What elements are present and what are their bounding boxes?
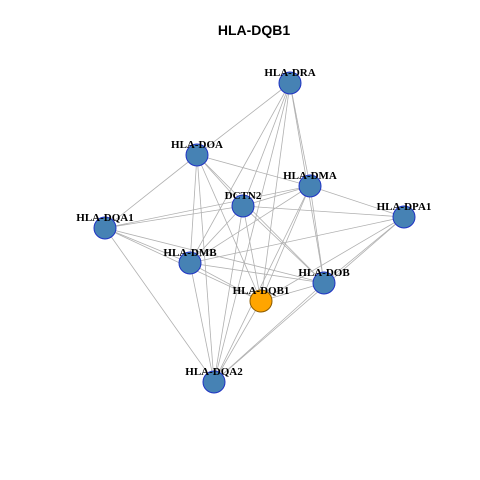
edge-hla-dma-hla-dmb (189, 185, 311, 264)
edge-hla-dra-hla-dmb (189, 82, 291, 264)
node-hla-dqa2 (202, 370, 226, 394)
edge-hla-doa-hla-dmb (189, 154, 198, 264)
edge-hla-dqa1-hla-dqa2 (104, 227, 215, 383)
edge-hla-dpa1-hla-dob (323, 216, 405, 284)
node-hla-dra (278, 71, 302, 95)
edge-hla-dma-hla-dpa1 (309, 185, 405, 218)
node-hla-dmb (178, 251, 202, 275)
node-dctn2 (231, 194, 255, 218)
node-hla-doa (185, 143, 209, 167)
edge-hla-dob-hla-dqa2 (213, 282, 325, 383)
edge-hla-dmb-hla-dqb1 (189, 262, 262, 302)
edge-hla-dra-hla-dqb1 (260, 82, 291, 302)
node-label-hla-dma: HLA-DMA (283, 170, 337, 182)
edge-layer (104, 82, 405, 383)
node-label-hla-dqb1: HLA-DQB1 (233, 285, 290, 297)
edge-hla-dqa1-hla-dmb (104, 227, 191, 264)
node-hla-dma (298, 174, 322, 198)
edge-dctn2-hla-dpa1 (242, 205, 405, 218)
node-label-hla-doa: HLA-DOA (171, 139, 223, 151)
edge-hla-dra-hla-dma (289, 82, 311, 187)
node-hla-dqa1 (93, 216, 117, 240)
edge-hla-dmb-hla-dqa2 (189, 262, 215, 383)
edge-hla-dqb1-hla-dqa2 (213, 300, 262, 383)
edge-dctn2-hla-dqa1 (104, 205, 244, 229)
edge-hla-doa-hla-dma (196, 154, 311, 187)
edge-hla-dqa1-hla-dob (104, 227, 325, 284)
edge-hla-dma-hla-dob (309, 185, 325, 284)
edge-hla-dma-hla-dqa2 (213, 185, 311, 383)
edge-hla-dra-hla-doa (196, 82, 291, 156)
node-hla-dqb1 (249, 289, 273, 313)
edge-dctn2-hla-dmb (189, 205, 244, 264)
edge-hla-dma-dctn2 (242, 185, 311, 207)
node-label-hla-dob: HLA-DOB (298, 267, 350, 279)
edge-hla-doa-hla-dqa1 (104, 154, 198, 229)
node-label-dctn2: DCTN2 (225, 190, 262, 202)
edge-dctn2-hla-dob (242, 205, 325, 284)
edge-hla-dma-hla-dqa1 (104, 185, 311, 229)
edge-hla-dpa1-hla-dqa2 (213, 216, 405, 383)
edge-dctn2-hla-dqb1 (242, 205, 262, 302)
label-layer: HLA-DRA HLA-DOA HLA-DMA DCTN2HLA-DPA1HLA-DQ… (76, 67, 431, 378)
edge-hla-dmb-hla-dob (189, 262, 325, 284)
node-label-hla-dmb: HLA-DMB (163, 247, 217, 259)
edge-hla-dra-dctn2 (242, 82, 291, 207)
edge-hla-doa-hla-dqb1 (196, 154, 262, 302)
node-label-hla-dqa1: HLA-DQA1 (76, 212, 133, 224)
edge-hla-dma-hla-dqb1 (260, 185, 311, 302)
edge-hla-dpa1-hla-dqb1 (260, 216, 405, 302)
edge-dctn2-hla-dqa2 (213, 205, 244, 383)
edge-hla-dpa1-hla-dmb (189, 216, 405, 264)
node-layer (93, 71, 416, 394)
edge-hla-dra-hla-dqa2 (213, 82, 291, 383)
node-label-hla-dqa2: HLA-DQA2 (185, 366, 243, 378)
node-label-hla-dra: HLA-DRA (264, 67, 315, 79)
node-hla-dpa1 (392, 205, 416, 229)
edge-hla-doa-hla-dob (196, 154, 325, 284)
chart-title: HLA-DQB1 (218, 22, 291, 38)
edge-hla-doa-hla-dqa2 (196, 154, 215, 383)
node-label-hla-dpa1: HLA-DPA1 (377, 201, 432, 213)
node-hla-dob (312, 271, 336, 295)
